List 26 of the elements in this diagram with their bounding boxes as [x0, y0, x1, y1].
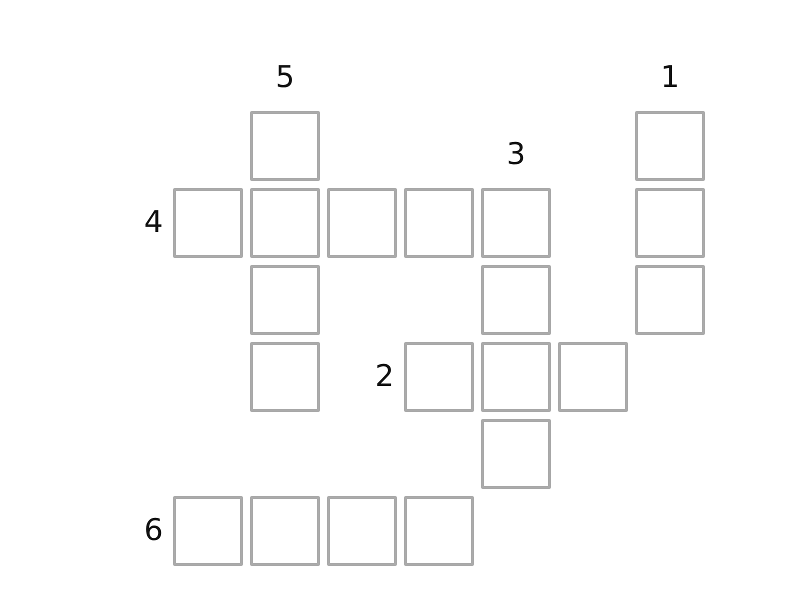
grid-cell: [481, 342, 551, 412]
clue-number: 4: [144, 206, 164, 240]
grid-cell: [481, 419, 551, 489]
clue-number: 5: [276, 61, 295, 95]
grid-cell: [327, 188, 397, 258]
grid-cell: [250, 111, 320, 181]
clue-number: 2: [375, 360, 394, 394]
clue-number: 1: [660, 61, 680, 95]
grid-cell: [481, 188, 551, 258]
grid-cell: [250, 342, 320, 412]
grid-cell: [250, 188, 320, 258]
grid-cell: [404, 188, 474, 258]
grid-cell: [635, 111, 705, 181]
grid-cell: [404, 496, 474, 566]
grid-cell: [327, 496, 397, 566]
clue-number: 3: [506, 138, 526, 172]
grid-cell: [250, 496, 320, 566]
grid-cell: [250, 265, 320, 335]
grid-cell: [404, 342, 474, 412]
grid-cell: [558, 342, 628, 412]
grid-cell: [635, 265, 705, 335]
grid-cell: [173, 188, 243, 258]
grid-cell: [481, 265, 551, 335]
grid-cell: [173, 496, 243, 566]
clue-number: 6: [144, 514, 164, 548]
grid-cell: [635, 188, 705, 258]
